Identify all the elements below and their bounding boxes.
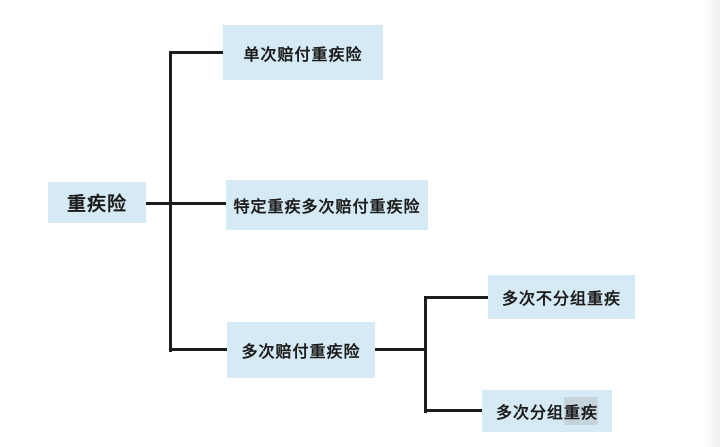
connector-right-branch-bottom [424,409,482,412]
node-multi-grouped: 多次分组重疾 [482,390,612,432]
connector-branch-middle [146,202,226,205]
node-multi-ungrouped-label: 多次不分组重疾 [501,291,621,308]
node-root-label: 重疾险 [66,194,127,215]
node-single-payout-label: 单次赔付重疾险 [243,46,363,64]
connector-branch-bottom [169,348,227,351]
node-multi-grouped-label-prefix: 多次分组 [495,405,564,422]
node-root-critical-illness: 重疾险 [48,182,146,223]
node-multi-grouped-label-highlighted: 重疾 [564,397,599,425]
connector-trunk-vertical [169,51,172,352]
connector-branch-top [169,51,223,54]
connector-right-vertical [424,296,427,413]
node-single-payout: 单次赔付重疾险 [223,25,383,80]
node-specific-multi-payout: 特定重疾多次赔付重疾险 [226,180,428,230]
node-specific-multi-payout-label: 特定重疾多次赔付重疾险 [233,199,421,216]
connector-right-stem [375,348,427,351]
connector-right-branch-top [424,296,488,299]
node-multi-payout-label: 多次赔付重疾险 [241,344,361,361]
page-edge-shadow [704,0,720,447]
node-multi-ungrouped: 多次不分组重疾 [488,275,635,319]
node-multi-payout: 多次赔付重疾险 [227,322,375,378]
